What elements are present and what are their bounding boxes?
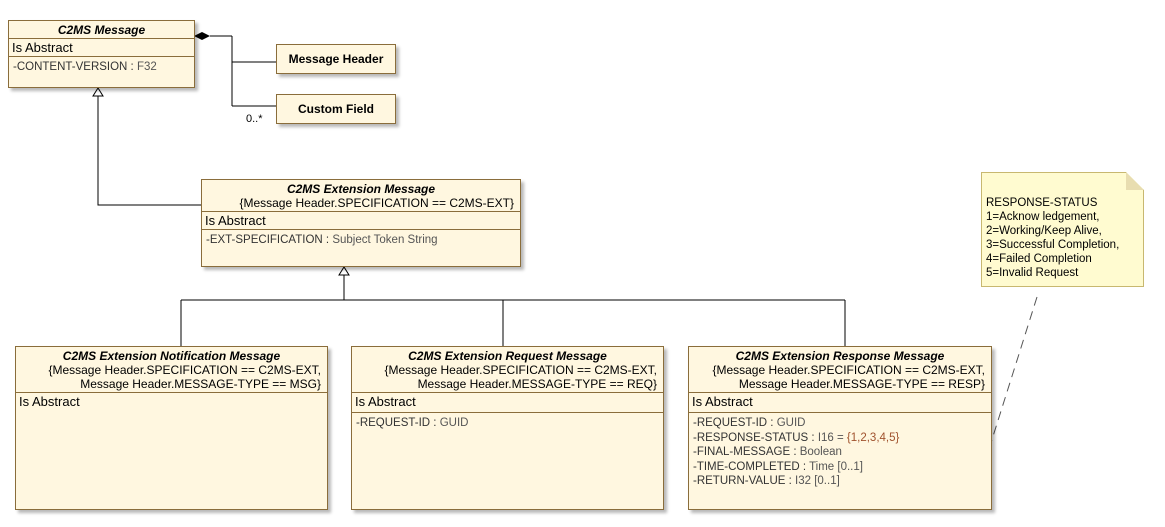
attribute-list: -EXT-SPECIFICATION : Subject Token Strin…	[202, 230, 520, 250]
abstract-label: Is Abstract	[202, 212, 520, 230]
class-constraint: Message Header.MESSAGE-TYPE == RESP}	[738, 377, 985, 391]
class-title: C2MS Extension Request Message	[408, 349, 607, 363]
attribute: -RETURN-VALUE : I32 [0..1]	[693, 475, 840, 487]
class-header: C2MS Extension Notification Message {Mes…	[16, 347, 327, 393]
class-constraint: Message Header.MESSAGE-TYPE == REQ}	[417, 377, 657, 391]
attribute: -REQUEST-ID : GUID	[356, 417, 469, 429]
note-line: 2=Working/Keep Alive,	[986, 225, 1102, 237]
abstract-label: Is Abstract	[9, 39, 194, 57]
class-title: C2MS Extension Notification Message	[62, 349, 281, 363]
class-notification-message[interactable]: C2MS Extension Notification Message {Mes…	[15, 346, 328, 510]
class-title: C2MS Extension Response Message	[735, 349, 945, 363]
class-title: C2MS Extension Message	[286, 182, 436, 196]
abstract-label: Is Abstract	[19, 394, 80, 409]
note-line: 3=Successful Completion,	[986, 239, 1120, 251]
attribute: -EXT-SPECIFICATION : Subject Token Strin…	[206, 234, 438, 246]
class-extension-message[interactable]: C2MS Extension Message {Message Header.S…	[201, 179, 521, 267]
class-title: C2MS Message	[57, 23, 146, 37]
attribute: -RESPONSE-STATUS : I16 = {1,2,3,4,5}	[693, 431, 900, 444]
attribute-list: -REQUEST-ID : GUID -RESPONSE-STATUS : I1…	[689, 413, 991, 492]
class-title: Message Header	[288, 52, 384, 66]
class-constraint: {Message Header.SPECIFICATION == C2MS-EX…	[712, 363, 985, 377]
class-constraint: Message Header.MESSAGE-TYPE == MSG}	[80, 377, 321, 391]
attribute: -FINAL-MESSAGE : Boolean	[693, 446, 842, 458]
class-c2ms-message[interactable]: C2MS Message Is Abstract -CONTENT-VERSIO…	[8, 20, 195, 88]
note-line: 4=Failed Completion	[986, 253, 1092, 265]
class-request-message[interactable]: C2MS Extension Request Message {Message …	[351, 346, 664, 510]
class-constraint: {Message Header.SPECIFICATION == C2MS-EX…	[239, 196, 514, 210]
attribute-list: -REQUEST-ID : GUID	[352, 413, 663, 433]
class-header: C2MS Extension Request Message {Message …	[352, 347, 663, 393]
generalization-arrow	[92, 87, 104, 97]
note-response-status[interactable]: RESPONSE-STATUS 1=Acknow ledgement, 2=Wo…	[981, 172, 1144, 287]
class-header: C2MS Extension Message {Message Header.S…	[202, 180, 520, 212]
class-constraint: {Message Header.SPECIFICATION == C2MS-EX…	[48, 363, 321, 377]
note-line: 1=Acknow ledgement,	[986, 211, 1100, 223]
attribute: -REQUEST-ID : GUID	[693, 417, 806, 429]
note-anchor-line	[988, 296, 1038, 450]
attribute: -CONTENT-VERSION : F32	[13, 61, 157, 73]
class-custom-field[interactable]: Custom Field	[276, 94, 396, 124]
class-message-header[interactable]: Message Header	[276, 44, 396, 74]
class-title: Custom Field	[297, 102, 374, 116]
note-line: 5=Invalid Request	[986, 267, 1079, 279]
multiplicity-label: 0..*	[246, 113, 263, 125]
generalization-line	[97, 96, 201, 206]
generalization-arrow	[338, 266, 350, 276]
class-header: C2MS Extension Response Message {Message…	[689, 347, 991, 393]
class-constraint: {Message Header.SPECIFICATION == C2MS-EX…	[384, 363, 657, 377]
abstract-label: Is Abstract	[689, 393, 991, 413]
attribute: -TIME-COMPLETED : Time [0..1]	[693, 460, 863, 473]
class-response-message[interactable]: C2MS Extension Response Message {Message…	[688, 346, 992, 510]
abstract-label: Is Abstract	[352, 393, 663, 413]
class-header: C2MS Message	[9, 21, 194, 39]
note-line: RESPONSE-STATUS	[986, 197, 1098, 209]
attribute-list: -CONTENT-VERSION : F32	[9, 57, 194, 77]
composition-diamond	[194, 32, 210, 40]
